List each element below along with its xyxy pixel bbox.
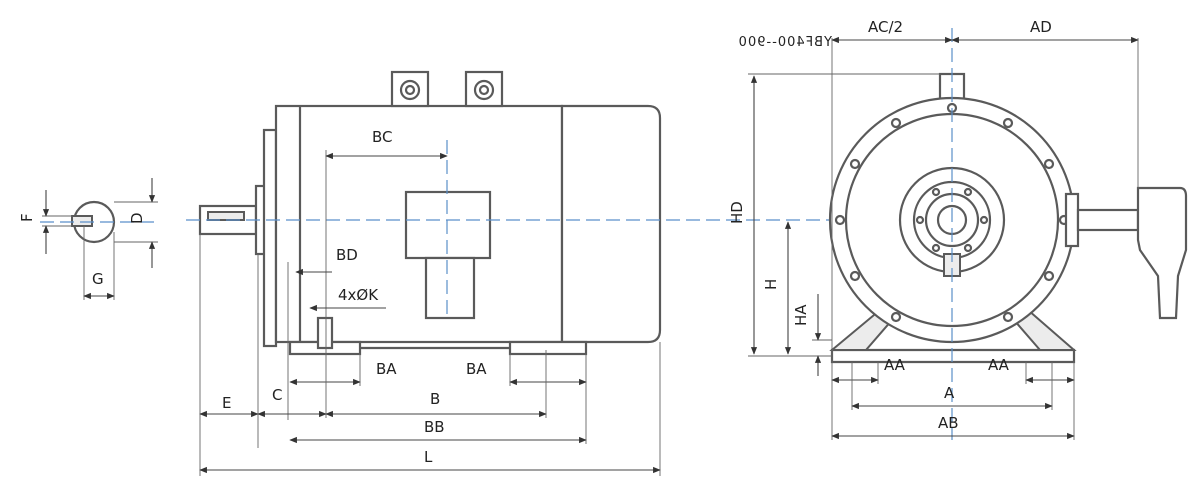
hub-bolts xyxy=(915,187,989,253)
label-f: F xyxy=(18,213,36,222)
label-ha: HA xyxy=(792,304,810,326)
terminal-flange xyxy=(1064,192,1080,248)
label-hd: HD xyxy=(728,201,746,224)
label-bc: BC xyxy=(372,128,393,146)
foot-right xyxy=(508,340,588,356)
label-h: H xyxy=(762,279,780,290)
fan-cover xyxy=(560,104,662,344)
base-plate xyxy=(830,348,1076,364)
shaft-key xyxy=(71,215,93,227)
label-d: D xyxy=(128,212,146,224)
front-endshield xyxy=(262,128,278,348)
label-e: E xyxy=(222,394,231,412)
terminal-neck xyxy=(1076,208,1140,232)
label-ac2: AC/2 xyxy=(868,18,903,36)
side-view: BC BD 4xØK BA BA E C B BB L xyxy=(186,70,1180,476)
label-ba-left: BA xyxy=(376,360,397,378)
terminal-box-side xyxy=(1136,186,1188,320)
cable-gland xyxy=(424,256,476,320)
terminal-box xyxy=(404,190,492,260)
front-view: YBF400--900 xyxy=(728,18,1188,440)
label-aa-right: AA xyxy=(988,356,1010,374)
model-label: YBF400--900 xyxy=(738,35,833,50)
label-a: A xyxy=(944,384,955,402)
label-l: L xyxy=(424,448,433,466)
label-bd: BD xyxy=(336,246,358,264)
foot-bolt-hole xyxy=(316,316,334,350)
label-c: C xyxy=(272,386,282,404)
label-ab: AB xyxy=(938,414,959,432)
label-holes: 4xØK xyxy=(338,286,379,304)
shaft-end-detail: F D G xyxy=(18,178,160,300)
label-g: G xyxy=(92,270,104,288)
label-aa-left: AA xyxy=(884,356,906,374)
label-ba-right: BA xyxy=(466,360,487,378)
shaft-keyway xyxy=(207,211,245,221)
label-b: B xyxy=(430,390,440,408)
label-bb: BB xyxy=(424,418,445,436)
label-ad: AD xyxy=(1030,18,1052,36)
